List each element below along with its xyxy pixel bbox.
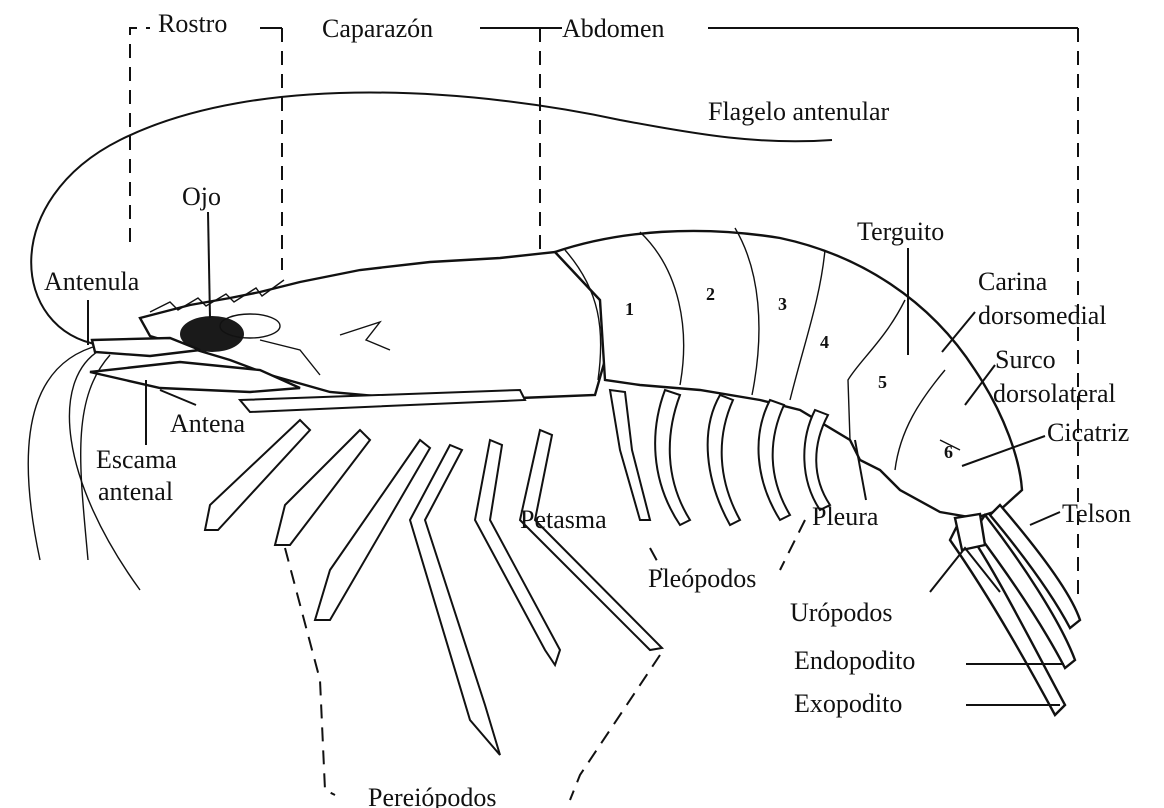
label-telson: Telson: [1062, 499, 1131, 528]
label-pleopodos: Pleópodos: [648, 564, 756, 593]
abdomen: [555, 228, 1022, 518]
pleopod-2: [655, 390, 690, 525]
segment-number-1: 1: [625, 299, 634, 319]
label-escama-1: Escama: [96, 445, 177, 474]
label-abdomen: Abdomen: [562, 14, 665, 43]
label-ojo: Ojo: [182, 182, 221, 211]
label-flagelo: Flagelo antenular: [708, 97, 890, 126]
tail-fan: [950, 505, 1080, 715]
label-surco-1: Surco: [995, 345, 1056, 374]
label-surco-2: dorsolateral: [993, 379, 1116, 408]
abdomen-outline: [555, 231, 1022, 518]
pleopodos-bracket-right: [780, 520, 805, 570]
label-rostro: Rostro: [158, 9, 227, 38]
antenna-whip-1: [28, 345, 100, 560]
pleopod-4: [759, 400, 790, 520]
label-uropodos: Urópodos: [790, 598, 893, 627]
label-antenula: Antenula: [44, 267, 140, 296]
rostro-bracket-left: [130, 28, 150, 242]
label-escama-2: antenal: [98, 477, 173, 506]
pointer-telson: [1030, 512, 1060, 525]
label-carina-1: Carina: [978, 267, 1048, 296]
segment-number-5: 5: [878, 372, 887, 392]
pointer-antena: [160, 390, 196, 405]
label-terguito: Terguito: [857, 217, 944, 246]
label-pereiopodos: Pereiópodos: [368, 783, 497, 808]
label-pleura: Pleura: [812, 502, 879, 531]
label-petasma: Petasma: [520, 505, 607, 534]
pleopod-1: [610, 390, 650, 520]
label-cicatriz: Cicatriz: [1047, 418, 1129, 447]
label-antena: Antena: [170, 409, 246, 438]
label-carina-2: dorsomedial: [978, 301, 1107, 330]
label-caparazon: Caparazón: [322, 14, 433, 43]
label-endopodito: Endopodito: [794, 646, 915, 675]
pereiopods: [205, 390, 662, 755]
segment-number-3: 3: [778, 294, 787, 314]
pleopod-3: [708, 395, 740, 525]
label-exopodito: Exopodito: [794, 689, 902, 718]
segment-number-4: 4: [820, 332, 829, 352]
pereiopod-6: [475, 440, 560, 665]
segment-number-6: 6: [944, 442, 953, 462]
segment-number-2: 2: [706, 284, 715, 304]
pereiopodos-bracket-right: [570, 655, 660, 800]
